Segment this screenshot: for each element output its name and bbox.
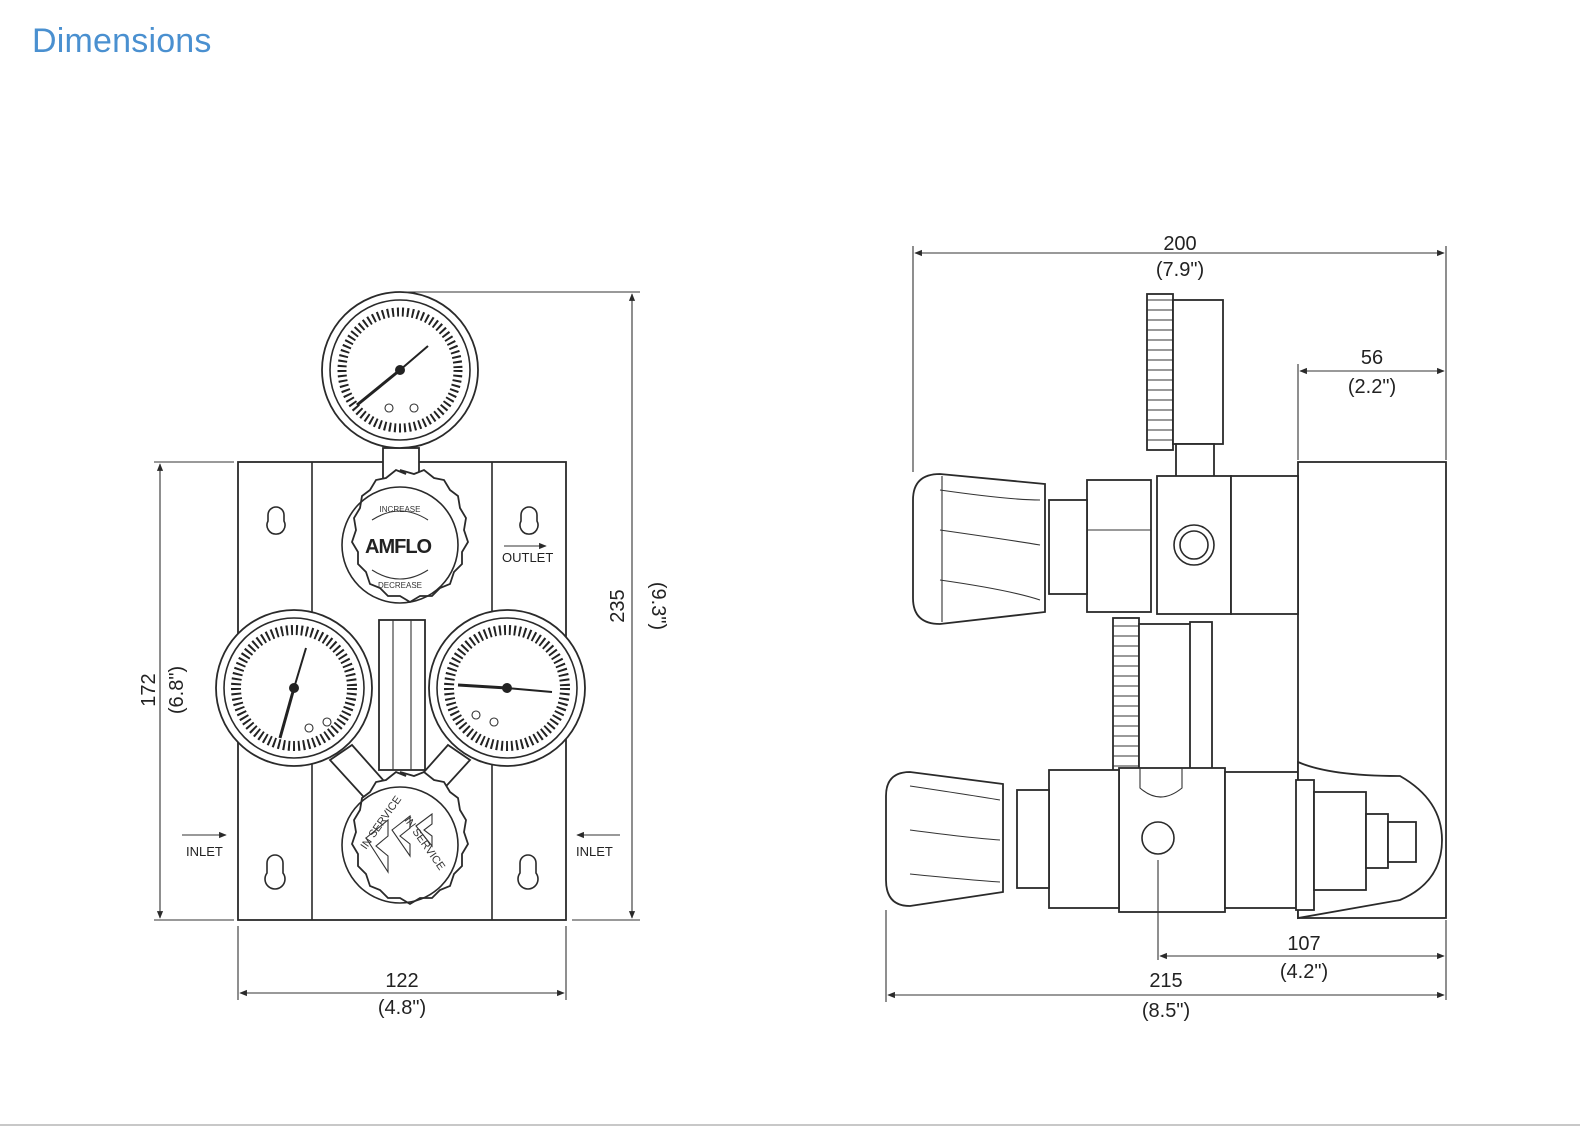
dimension-side-offset: 56 (2.2") — [1297, 347, 1445, 460]
front-view: INCREASE AMFLO DECREASE — [138, 291, 669, 1019]
page-title: Dimensions — [32, 22, 212, 60]
top-pressure-gauge — [321, 291, 479, 449]
dimension-side-top-width: 200 (7.9") — [912, 233, 1447, 472]
dimension-side-depth: 107 (4.2") — [1159, 920, 1447, 1000]
inlet-label-right: INLET — [576, 844, 613, 859]
outlet-label: OUTLET — [502, 550, 553, 565]
side-outlet-fitting — [1295, 760, 1443, 920]
dim-plate-height-imperial: (6.8") — [166, 666, 188, 714]
dim-width-imperial: (4.8") — [378, 997, 426, 1019]
dim-offset-imperial: (2.2") — [1348, 376, 1396, 398]
mounting-slot-top-left — [266, 506, 286, 535]
dim-width-value: 122 — [385, 970, 418, 992]
dim-depth-value: 107 — [1287, 933, 1320, 955]
dim-total-width-value: 215 — [1149, 970, 1182, 992]
amflo-logo: AMFLO — [365, 536, 432, 558]
dim-total-height-imperial: (9.3") — [647, 582, 669, 630]
mounting-slot-bottom-right — [517, 854, 539, 890]
side-view: 200 (7.9") 56 (2.2") 107 (4.2") 215 (8.5… — [885, 233, 1447, 1022]
dim-offset-value: 56 — [1361, 347, 1383, 369]
inlet-label-left: INLET — [186, 844, 223, 859]
side-upper-knob[interactable] — [912, 473, 1046, 625]
dim-depth-imperial: (4.2") — [1280, 961, 1328, 983]
knob-increase-label: INCREASE — [380, 505, 421, 514]
dimension-plate-height: 172 (6.8") — [138, 461, 234, 921]
changeover-knob[interactable] — [341, 770, 469, 906]
side-lower-knob[interactable] — [885, 771, 1004, 907]
right-inlet-gauge — [428, 609, 586, 767]
knob-decrease-label: DECREASE — [378, 581, 422, 590]
dimension-front-width: 122 (4.8") — [237, 926, 567, 1019]
dimension-total-height: 235 (9.3") — [404, 291, 669, 921]
dim-total-height-value: 235 — [607, 589, 629, 622]
dim-plate-height-value: 172 — [138, 673, 160, 706]
bottom-divider — [0, 1124, 1580, 1126]
pressure-adjust-knob[interactable] — [341, 468, 469, 604]
dimension-side-total-width: 215 (8.5") — [885, 910, 1445, 1022]
mounting-slot-bottom-left — [264, 854, 286, 890]
mounting-slot-top-right — [519, 506, 539, 535]
left-inlet-gauge — [215, 609, 373, 767]
dim-top-width-value: 200 — [1163, 233, 1196, 255]
dim-total-width-imperial: (8.5") — [1142, 1000, 1190, 1022]
dim-top-width-imperial: (7.9") — [1156, 259, 1204, 281]
